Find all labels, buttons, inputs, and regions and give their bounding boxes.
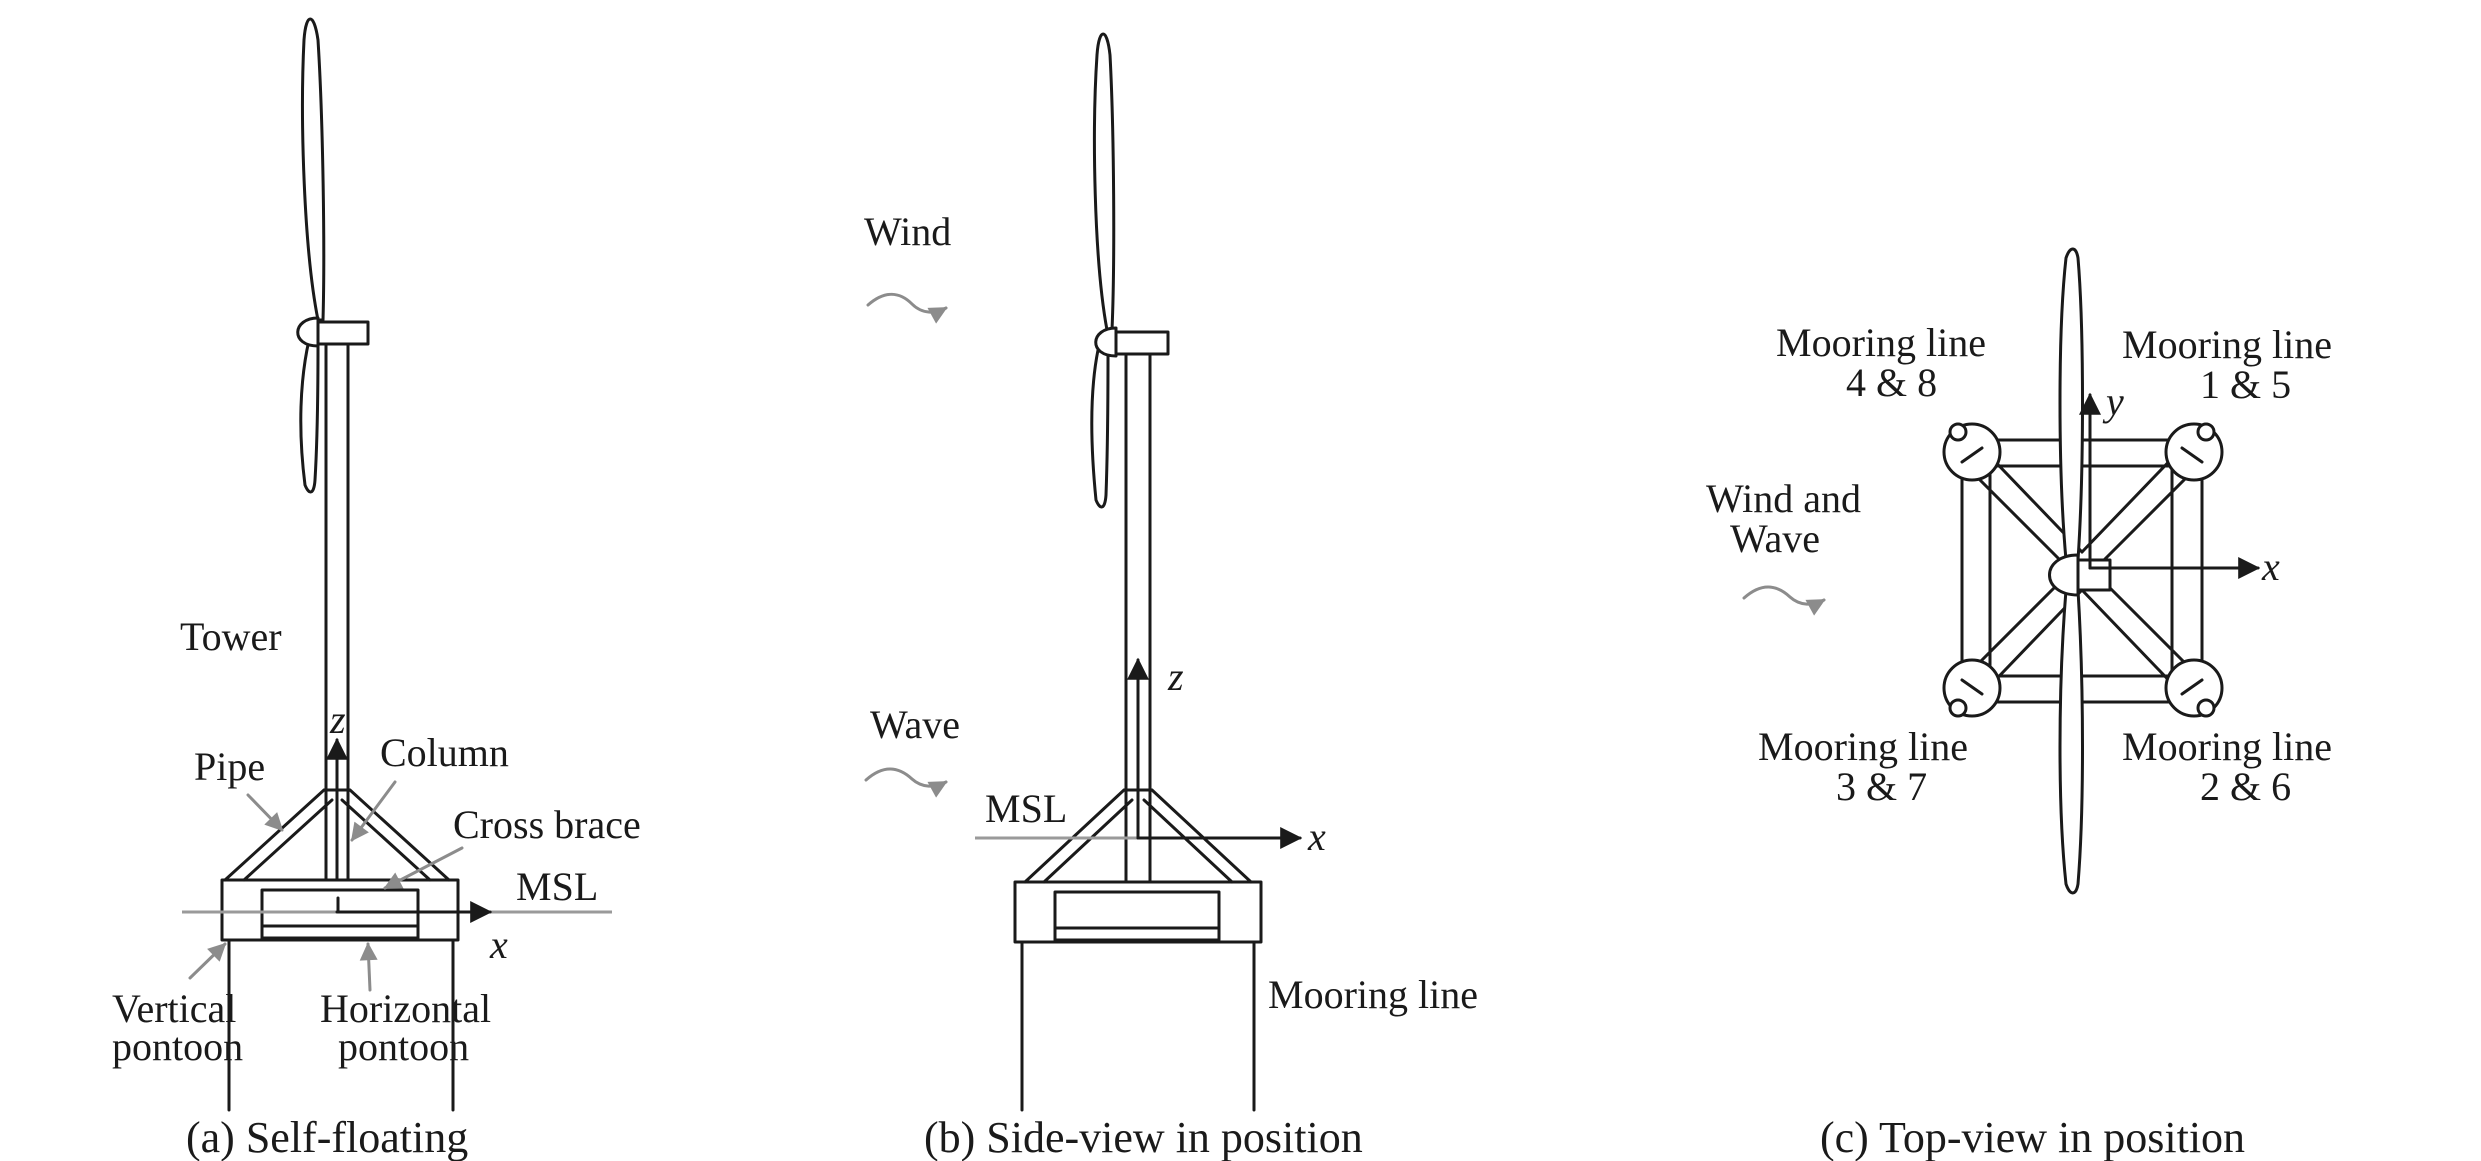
pointer-cross-brace	[383, 846, 464, 890]
label-msl-a: MSL	[516, 864, 598, 909]
wind-arrow	[866, 292, 948, 324]
x-axis-label: x	[489, 922, 508, 967]
pointer-pipe	[246, 793, 284, 832]
cross-brace	[336, 896, 422, 914]
label-tower: Tower	[180, 614, 282, 659]
caption-b: (b) Side-view in position	[924, 1113, 1363, 1161]
wind-wave-arrow	[1742, 585, 1826, 616]
hub-b	[1094, 326, 1118, 358]
column	[324, 788, 350, 882]
label-horizontal-pontoon-1: Horizontal	[320, 986, 491, 1031]
label-horizontal-pontoon-2: pontoon	[338, 1024, 469, 1069]
label-wind-wave-2: Wave	[1730, 516, 1820, 561]
panel-c: y x Wind and Wave Mooring line 4 & 8 Moo…	[1706, 247, 2332, 1161]
label-vertical-pontoon-2: pontoon	[112, 1024, 243, 1069]
label-mooring-2-6-b: 2 & 6	[2200, 764, 2291, 809]
pointer-horizontal-pontoon	[359, 942, 378, 992]
label-wind: Wind	[864, 209, 951, 254]
wave-arrow	[864, 767, 948, 798]
caption-c: (c) Top-view in position	[1820, 1113, 2245, 1161]
label-column: Column	[380, 730, 509, 775]
y-axis-label-c: y	[2102, 379, 2124, 424]
nacelle	[316, 320, 370, 346]
pointer-column	[350, 780, 397, 842]
column-b	[1124, 788, 1152, 884]
label-wave: Wave	[870, 702, 960, 747]
label-mooring-3-7-a: Mooring line	[1758, 724, 1968, 769]
label-cross-brace: Cross brace	[453, 802, 641, 847]
vertical-pontoon	[220, 878, 460, 942]
mooring-lines-b	[1020, 940, 1256, 1112]
z-axis-label: z	[329, 697, 346, 742]
pointer-vertical-pontoon	[188, 942, 227, 980]
label-mooring-1-5-b: 1 & 5	[2200, 362, 2291, 407]
label-mooring-1-5-a: Mooring line	[2122, 322, 2332, 367]
nacelle-top-view	[2076, 558, 2112, 592]
label-mooring-line-b: Mooring line	[1268, 972, 1478, 1017]
hub	[296, 316, 320, 348]
panel-a: z x Tower Pipe Column Cross brace MSL Ve…	[112, 17, 641, 1161]
label-mooring-2-6-a: Mooring line	[2122, 724, 2332, 769]
nacelle-b	[1114, 330, 1170, 356]
pipes-b	[1023, 788, 1253, 884]
blade-upper	[301, 17, 326, 322]
fairleads	[1948, 422, 2216, 718]
pontoon-b	[1013, 880, 1263, 944]
x-axis-label-b: x	[1307, 814, 1326, 859]
blade-lower	[299, 338, 320, 494]
label-pipe: Pipe	[194, 744, 265, 789]
hub-top-view	[2048, 553, 2080, 597]
label-mooring-4-8-b: 4 & 8	[1846, 360, 1937, 405]
label-vertical-pontoon-1: Vertical	[112, 986, 236, 1031]
caption-a: (a) Self-floating	[186, 1113, 468, 1161]
horizontal-pontoon	[260, 924, 420, 940]
label-msl-b: MSL	[985, 786, 1067, 831]
label-wind-wave-1: Wind and	[1706, 476, 1861, 521]
blade-upper-b	[1092, 32, 1116, 332]
label-mooring-3-7-b: 3 & 7	[1836, 764, 1927, 809]
blade-lower-b	[1090, 348, 1110, 509]
x-axis-label-c: x	[2261, 544, 2280, 589]
label-mooring-4-8-a: Mooring line	[1776, 320, 1986, 365]
z-axis-label-b: z	[1167, 654, 1184, 699]
panel-b: z x Wind Wave MSL Mooring line (b) Side-…	[864, 32, 1478, 1161]
